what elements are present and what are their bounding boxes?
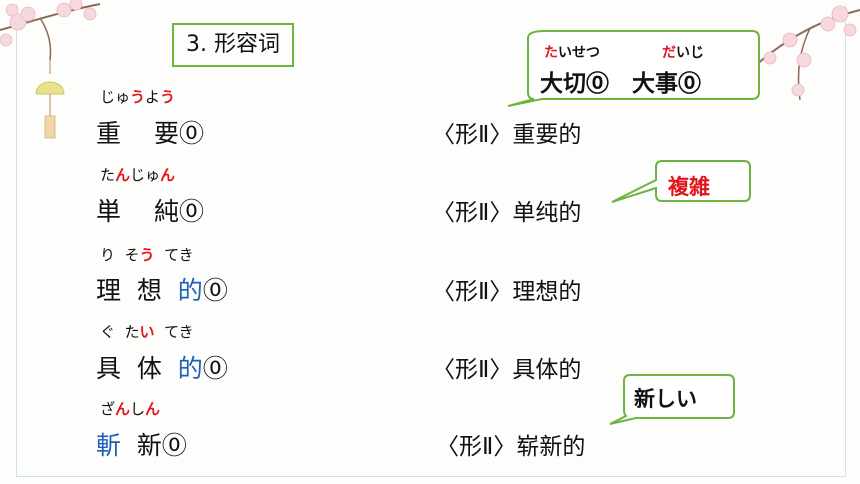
word-highlight: 斬 bbox=[96, 431, 122, 460]
ruby-highlight: う bbox=[160, 88, 176, 106]
word-text: 重 要⓪ bbox=[96, 119, 204, 148]
ruby-text: ざ bbox=[100, 400, 116, 418]
callout-word-fukuzatsu: 複雑 bbox=[668, 175, 710, 199]
callout-bubble-atarashii bbox=[609, 374, 735, 425]
ruby-reading: ぐ たい てき bbox=[100, 321, 194, 342]
ruby-highlight: う bbox=[130, 88, 146, 106]
ruby-highlight: た bbox=[544, 45, 558, 61]
word-text: ⓪ bbox=[202, 354, 228, 383]
ruby-reading: じゅうよう bbox=[100, 86, 175, 107]
ruby-highlight: う bbox=[139, 246, 155, 264]
derived-meaning: 〈形Ⅱ〉崭新的 bbox=[436, 434, 586, 460]
derived-meaning: 〈形Ⅱ〉单纯的 bbox=[432, 200, 582, 226]
vocabulary-word: 具 体 的⓪ bbox=[96, 349, 228, 385]
ruby-highlight: ん bbox=[145, 400, 161, 418]
word-text: 具 体 bbox=[96, 354, 178, 383]
ruby-reading: たんじゅん bbox=[100, 164, 175, 185]
vocabulary-word: 重 要⓪ bbox=[96, 114, 204, 150]
word-text: ⓪ bbox=[202, 276, 228, 305]
derived-meaning: 〈形Ⅱ〉重要的 bbox=[432, 122, 582, 148]
ruby-text: てき bbox=[154, 323, 194, 341]
word-text: 新⓪ bbox=[121, 431, 187, 460]
ruby-text: いじ bbox=[676, 45, 704, 61]
callout-word-taisetsu-daiji: 大切⓪ 大事⓪ bbox=[540, 71, 701, 97]
vocabulary-word: 斬 新⓪ bbox=[96, 426, 187, 462]
callout-word-atarashii: 新しい bbox=[634, 387, 697, 411]
ruby-highlight: ん bbox=[115, 166, 131, 184]
vocabulary-word: 単 純⓪ bbox=[96, 192, 204, 228]
ruby-highlight: だ bbox=[662, 45, 676, 61]
callout-ruby-daiji: だいじ bbox=[662, 42, 704, 62]
ruby-highlight: ん bbox=[160, 166, 176, 184]
ruby-text: た bbox=[100, 166, 116, 184]
ruby-text: よ bbox=[145, 88, 161, 106]
ruby-text: ぐ た bbox=[100, 323, 140, 341]
callout-bubble-fukuzatsu bbox=[611, 160, 751, 203]
callout-bubble-taisetsu-daiji bbox=[507, 30, 760, 107]
ruby-text: り そ bbox=[100, 246, 140, 264]
ruby-text: じゅ bbox=[100, 88, 131, 106]
slide-frame bbox=[16, 4, 846, 477]
word-highlight: 的 bbox=[177, 276, 203, 305]
ruby-text: いせつ bbox=[558, 45, 600, 61]
ruby-reading: り そう てき bbox=[100, 244, 194, 265]
derived-meaning: 〈形Ⅱ〉具体的 bbox=[432, 357, 582, 383]
section-title: 3. 形容词 bbox=[172, 23, 294, 67]
vocabulary-word: 理 想 的⓪ bbox=[96, 271, 228, 307]
ruby-highlight: ん bbox=[115, 400, 131, 418]
callout-ruby-taisetsu: たいせつ bbox=[544, 42, 600, 62]
ruby-text: じゅ bbox=[130, 166, 161, 184]
ruby-text: し bbox=[130, 400, 146, 418]
word-highlight: 的 bbox=[177, 354, 203, 383]
word-text: 理 想 bbox=[96, 276, 178, 305]
derived-meaning: 〈形Ⅱ〉理想的 bbox=[432, 279, 582, 305]
ruby-text: てき bbox=[154, 246, 194, 264]
ruby-highlight: い bbox=[139, 323, 155, 341]
word-text: 単 純⓪ bbox=[96, 197, 204, 226]
cherry-blossom-windchime-decoration bbox=[0, 0, 101, 139]
ruby-reading: ざんしん bbox=[100, 398, 160, 419]
